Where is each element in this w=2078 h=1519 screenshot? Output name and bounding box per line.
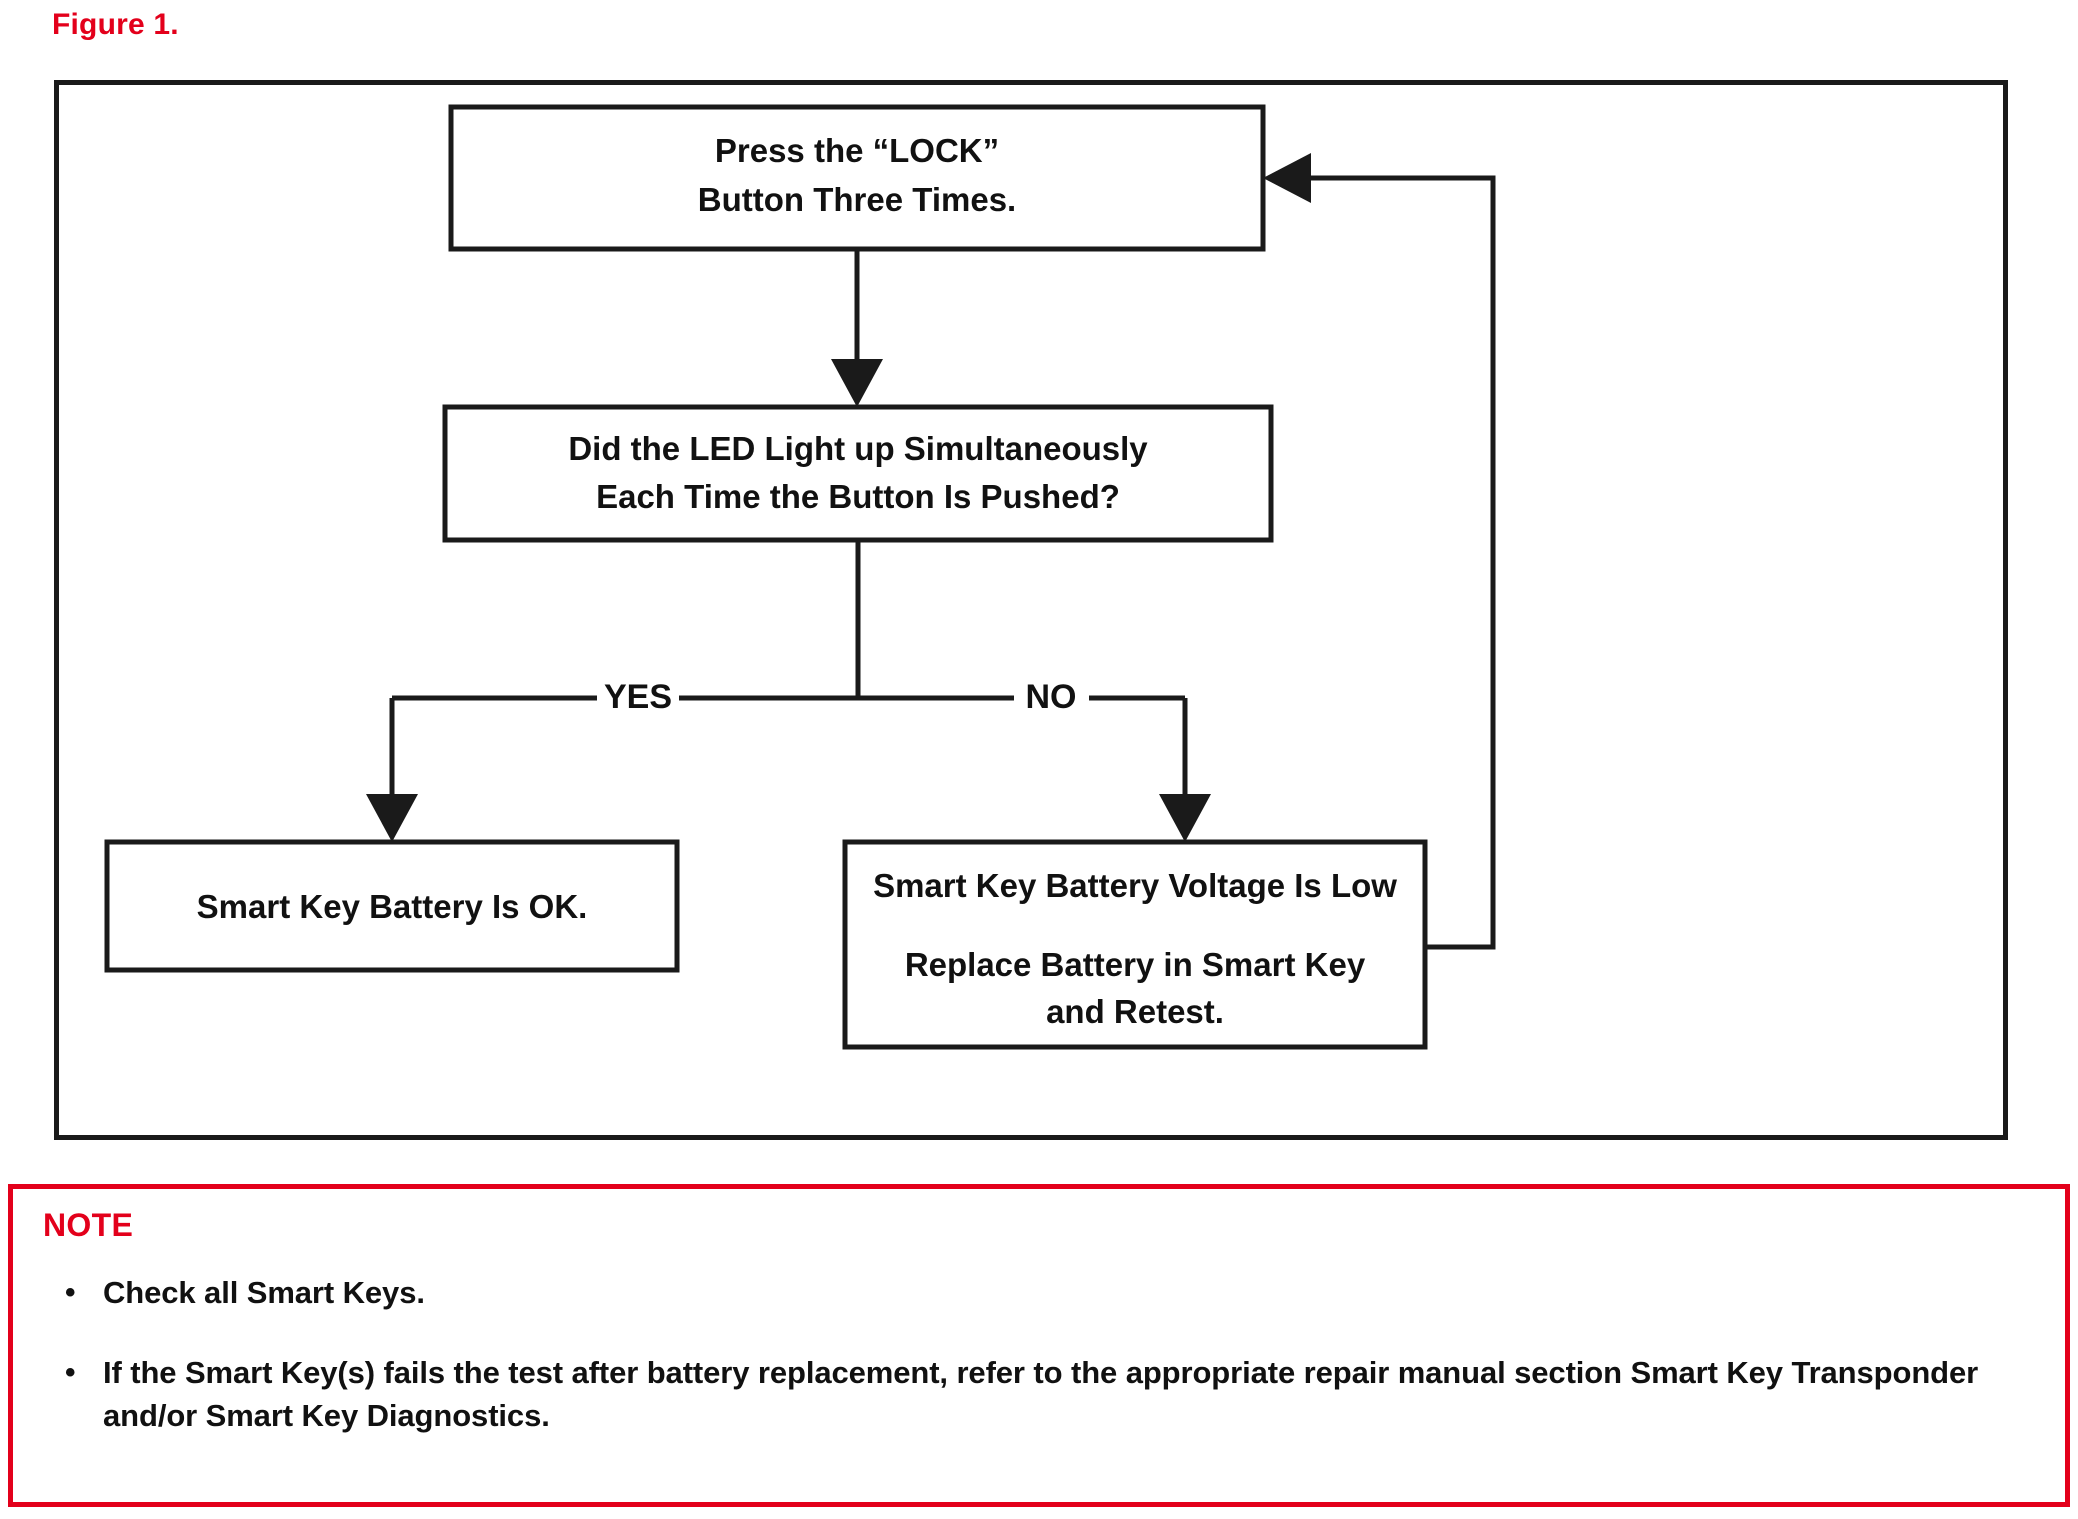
node-battery-low-line-1: Replace Battery in Smart Key (905, 946, 1366, 983)
node-battery-ok-line-0: Smart Key Battery Is OK. (197, 888, 588, 925)
node-press-lock-line-0: Press the “LOCK” (715, 132, 999, 169)
bullet-icon: • (65, 1276, 76, 1309)
node-led-question-box (442, 404, 1274, 543)
arrowhead-down-to-question (831, 359, 883, 407)
arrowhead-down-to-battery-low (1159, 794, 1211, 842)
node-battery-low-box (842, 839, 1428, 1050)
figure-label: Figure 1. (52, 8, 179, 41)
branch-label-yes: YES (604, 678, 672, 716)
note-title: NOTE (43, 1207, 134, 1243)
note-list-item: • If the Smart Key(s) fails the test aft… (65, 1351, 1985, 1437)
flowchart-frame: Press the “LOCK” Button Three Times. Did… (54, 80, 2008, 1140)
note-list-item: • Check all Smart Keys. (65, 1271, 1965, 1315)
node-battery-low-line-2: and Retest. (1046, 993, 1224, 1030)
node-battery-ok-box (104, 839, 680, 973)
connector-retest-feedback-loop (1289, 175, 1496, 950)
branch-label-no: NO (1026, 678, 1077, 716)
bullet-icon: • (65, 1356, 76, 1389)
node-battery-low-line-0: Smart Key Battery Voltage Is Low (873, 867, 1397, 904)
arrowhead-down-to-battery-ok (366, 794, 418, 842)
flowchart-diagram: Press the “LOCK” Button Three Times. Did… (104, 104, 1496, 1050)
note-box: NOTE • Check all Smart Keys. • If the Sm… (8, 1184, 2070, 1507)
note-item-text: Check all Smart Keys. (103, 1275, 425, 1310)
arrowhead-left-to-press-lock (1263, 153, 1311, 203)
node-press-lock-box (448, 104, 1266, 252)
node-press-lock-line-1: Button Three Times. (698, 181, 1016, 218)
node-led-question-line-1: Each Time the Button Is Pushed? (596, 478, 1120, 515)
node-led-question-line-0: Did the LED Light up Simultaneously (568, 430, 1148, 467)
note-item-text: If the Smart Key(s) fails the test after… (103, 1355, 1979, 1433)
